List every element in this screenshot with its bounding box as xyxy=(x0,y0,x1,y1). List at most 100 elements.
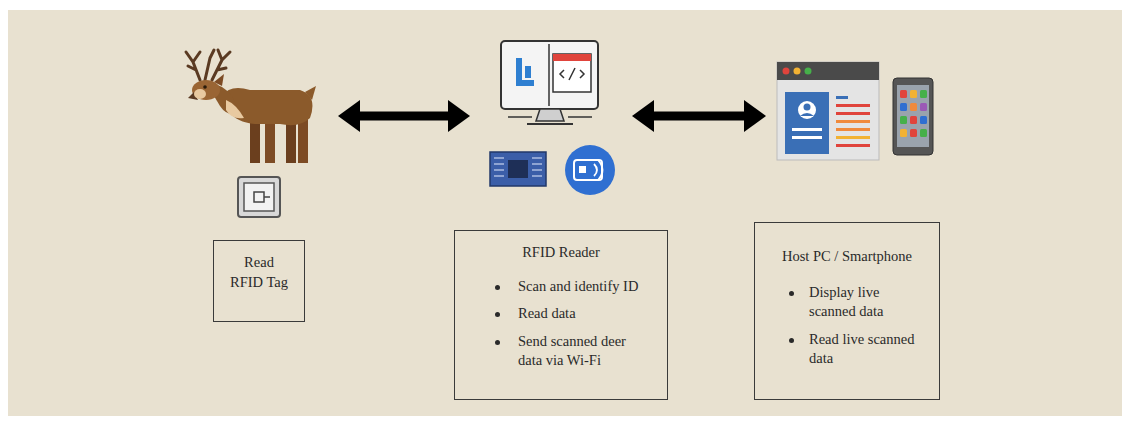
smartphone-icon-part xyxy=(920,116,927,124)
browser-window-icon xyxy=(777,62,879,160)
browser-window-icon-part xyxy=(777,62,879,160)
computer-icon-part xyxy=(525,66,531,78)
bullet-item: Scan and identify ID xyxy=(455,277,667,297)
bullet-dot xyxy=(495,312,500,317)
rfid-tag-icon-part xyxy=(238,177,280,217)
reader-module-icon-part xyxy=(532,169,542,170)
smartphone-icon-part xyxy=(897,85,929,147)
browser-window-icon-part xyxy=(800,113,814,116)
process-box: RFID ReaderScan and identify ID Read data… xyxy=(454,230,668,400)
rfid-tag-icon xyxy=(238,177,280,217)
browser-window-icon-part xyxy=(836,104,870,107)
computer-icon-part xyxy=(501,41,598,109)
rfid-tag-icon-part xyxy=(254,192,264,202)
reader-module-icon-part xyxy=(494,157,504,158)
bullet-item: Send scanned deer data via Wi-Fi xyxy=(455,332,667,371)
smartphone-icon-part xyxy=(910,103,917,111)
bullet-text: Send scanned deer data via Wi-Fi xyxy=(518,333,626,369)
computer-icon-part xyxy=(560,68,584,80)
rfid-tag-icon-part xyxy=(244,183,274,211)
smartphone-icon-part xyxy=(910,90,917,98)
rfid-badge-icon-part xyxy=(574,160,602,180)
rfid-badge-icon-part xyxy=(594,160,603,180)
computer-icon-part xyxy=(508,116,532,118)
smartphone-icon-part xyxy=(900,129,907,137)
deer-illustration-part xyxy=(222,88,312,125)
bullet-text: Display live scanned data xyxy=(809,284,883,320)
reader-module-icon-part xyxy=(508,160,528,178)
browser-window-icon-part xyxy=(783,68,790,75)
bullet-text: Read live scanned data xyxy=(809,331,915,367)
browser-window-icon-part xyxy=(836,144,870,147)
bullet-dot xyxy=(495,285,500,290)
smartphone-icon-part xyxy=(900,90,907,98)
reader-module-icon-part xyxy=(532,175,542,176)
smartphone-icon-part xyxy=(893,78,933,155)
bullet-text: Scan and identify ID xyxy=(518,278,638,294)
deer-illustration-part xyxy=(186,52,200,80)
reader-module-icon xyxy=(490,152,546,186)
computer-icon xyxy=(501,41,598,124)
bullet-item: Read data xyxy=(455,304,667,324)
deer-illustration-part xyxy=(212,50,230,80)
bullet-dot xyxy=(789,291,794,296)
box-label: Read RFID Tag xyxy=(230,253,288,292)
bullet-text: Read data xyxy=(518,305,576,321)
deer-illustration-part xyxy=(250,118,260,163)
computer-icon-part xyxy=(568,116,592,118)
computer-icon-part xyxy=(548,44,550,106)
rfid-badge-icon-part xyxy=(565,145,615,195)
reader-module-icon-part xyxy=(494,158,542,176)
browser-window-icon-part xyxy=(792,136,822,139)
double-arrow xyxy=(338,100,470,132)
smartphone-icon-part xyxy=(900,116,907,124)
browser-window-icon-part xyxy=(836,120,870,123)
computer-icon-part xyxy=(516,80,534,86)
double-arrow-part xyxy=(338,100,360,132)
browser-window-icon-part xyxy=(836,96,848,99)
smartphone-icon-part xyxy=(910,116,917,124)
computer-icon-part xyxy=(553,54,591,92)
deer-illustration-part xyxy=(205,50,214,80)
computer-icon-part xyxy=(527,123,573,125)
smartphone-icon-part xyxy=(920,103,927,111)
double-arrow-part xyxy=(352,112,456,121)
rfid-badge-icon xyxy=(565,145,615,195)
browser-window-icon-part xyxy=(836,136,870,139)
deer-illustration-part xyxy=(265,118,275,163)
deer-illustration-part xyxy=(214,74,224,86)
deer-illustration-part xyxy=(226,100,244,118)
bullet-dot xyxy=(789,338,794,343)
browser-window-icon-part xyxy=(785,92,829,154)
deer-illustration xyxy=(186,50,316,163)
deer-illustration-part xyxy=(192,80,220,100)
bullet-dot xyxy=(495,340,500,345)
deer-illustration-part xyxy=(194,89,206,99)
deer-illustration-part xyxy=(305,86,316,100)
smartphone-icon-part xyxy=(920,129,927,137)
browser-window-icon-part xyxy=(804,104,811,111)
browser-window-icon-part xyxy=(777,62,879,80)
rfid-tag-icon-part xyxy=(264,196,270,198)
computer-icon-part xyxy=(536,109,564,121)
browser-window-icon-part xyxy=(805,68,812,75)
label-box: Read RFID Tag xyxy=(213,240,305,322)
browser-window-icon-part xyxy=(836,112,870,115)
double-arrow-part xyxy=(448,100,470,132)
double-arrow xyxy=(632,100,766,132)
deer-illustration-part xyxy=(203,85,207,89)
smartphone-icon-part xyxy=(900,103,907,111)
reader-module-icon-part xyxy=(490,152,546,186)
smartphone-icon-part xyxy=(910,129,917,137)
double-arrow-part xyxy=(632,100,654,132)
browser-window-icon-part xyxy=(836,128,870,131)
smartphone-icon-part xyxy=(920,90,927,98)
smartphone-icon-part xyxy=(900,90,927,137)
smartphone-icon xyxy=(893,78,933,155)
box-heading: RFID Reader xyxy=(463,243,659,263)
reader-module-icon-part xyxy=(494,169,504,170)
bullet-item: Display live scanned data xyxy=(755,283,939,322)
